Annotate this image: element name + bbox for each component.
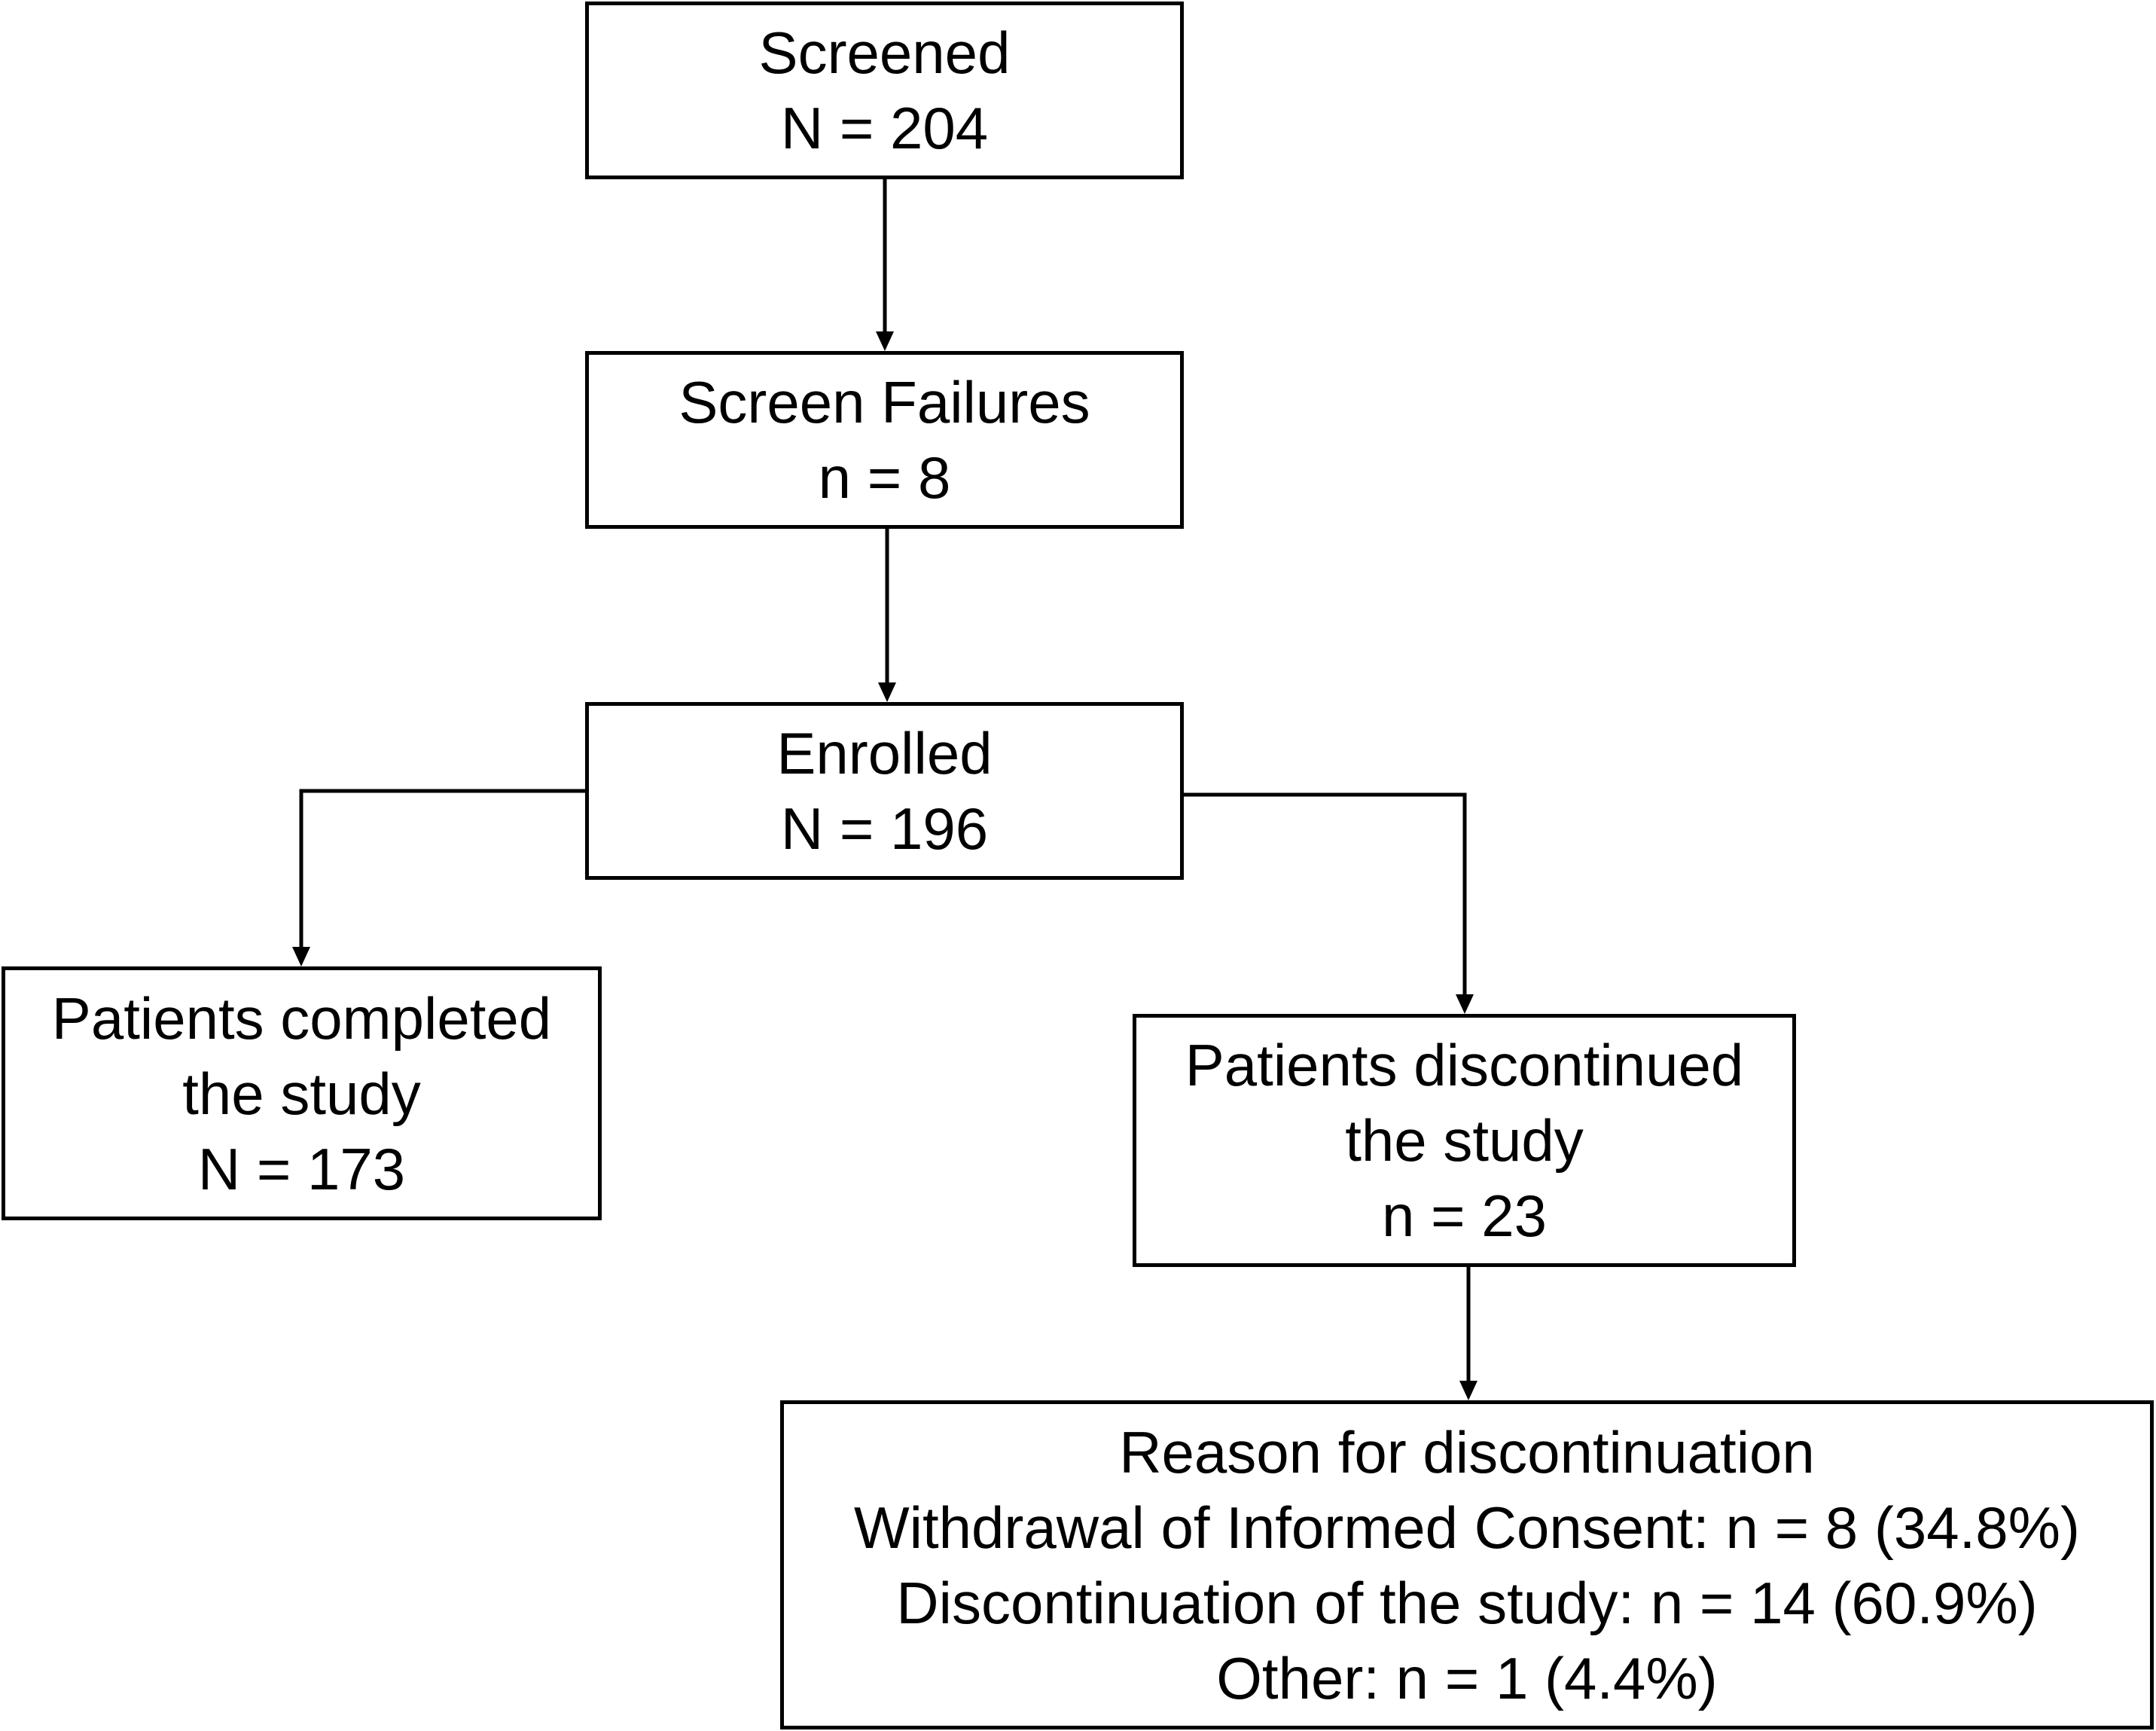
completed-box: Patients completed the study N = 173: [2, 966, 602, 1220]
arrowhead-failures: [876, 331, 894, 351]
reason-other: Other: n = 1 (4.4%): [1216, 1644, 1718, 1711]
reasons-title: Reason for discontinuation: [1119, 1418, 1815, 1485]
arrowhead-discontinued: [1456, 994, 1474, 1014]
enrolled-box: Enrolled N = 196: [585, 702, 1184, 880]
discontinued-label-line-2: the study: [1345, 1107, 1584, 1174]
arrow-enrolled-to-discontinued: [1184, 792, 1467, 996]
arrowhead-reasons: [1459, 1381, 1477, 1400]
enrolled-label: Enrolled: [776, 720, 993, 786]
screened-count: N = 204: [780, 95, 989, 161]
discontinuation-reasons-box: Reason for discontinuation Withdrawal of…: [780, 1400, 2154, 1729]
reason-discontinuation: Discontinuation of the study: n = 14 (60…: [896, 1569, 2038, 1636]
discontinued-label-line-1: Patients discontinued: [1185, 1032, 1744, 1098]
screen-failures-label: Screen Failures: [679, 369, 1090, 435]
reason-withdrawal: Withdrawal of Informed Consent: n = 8 (3…: [854, 1494, 2080, 1561]
completed-count: N = 173: [197, 1135, 406, 1202]
arrowhead-completed: [292, 947, 310, 966]
enrolled-count: N = 196: [780, 795, 989, 862]
screen-failures-count: n = 8: [818, 444, 951, 511]
screen-failures-box: Screen Failures n = 8: [585, 351, 1184, 529]
screened-box: Screened N = 204: [585, 2, 1184, 179]
arrow-enrolled-to-completed: [299, 789, 585, 948]
completed-label-line-2: the study: [182, 1060, 421, 1127]
arrowhead-enrolled: [878, 682, 896, 702]
completed-label-line-1: Patients completed: [51, 985, 552, 1052]
screened-label: Screened: [758, 20, 1011, 86]
discontinued-box: Patients discontinued the study n = 23: [1133, 1014, 1796, 1267]
discontinued-count: n = 23: [1381, 1183, 1548, 1249]
